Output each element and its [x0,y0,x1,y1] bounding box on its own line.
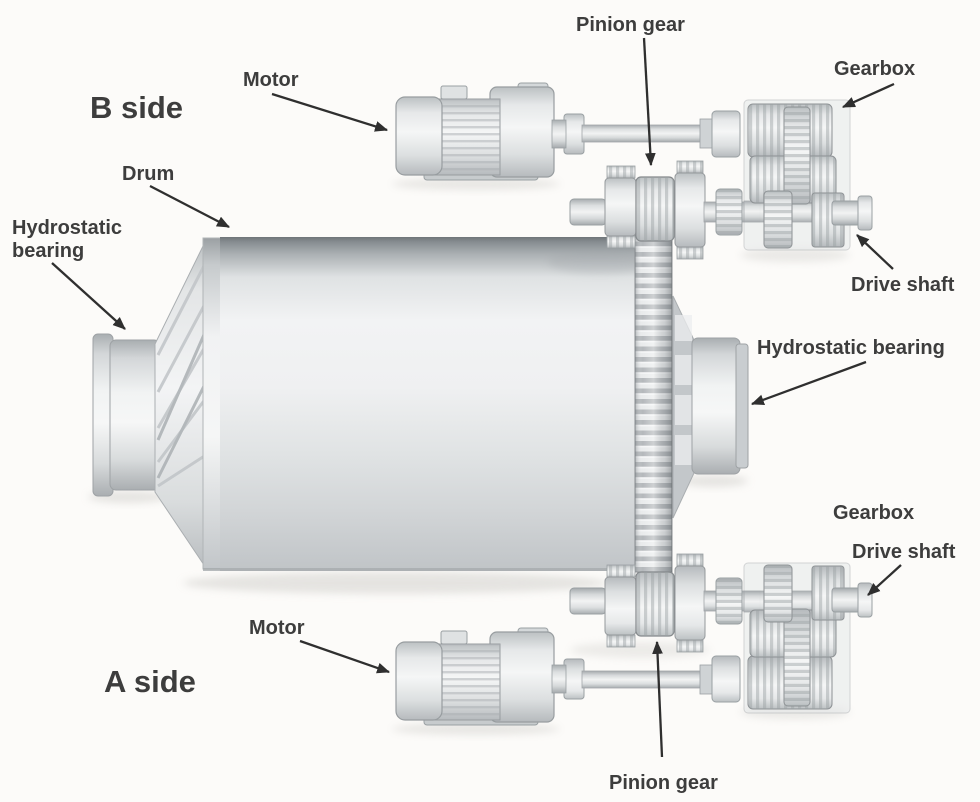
a-side-label: A side [104,664,196,699]
ring-gear [634,231,673,573]
b-side-label: B side [90,90,183,125]
hydrostatic-bearing-right-arrow [750,360,867,406]
gearbox-top-label: Gearbox [834,58,915,80]
hydrostatic-bearing-left [92,333,161,497]
drive-shaft-bottom-arrow [867,564,902,596]
drum-label: Drum [122,163,174,185]
pinion-gear-bottom-label: Pinion gear [609,772,718,794]
hydrostatic-bearing-left-label-line1: Hydrostatic [12,217,122,239]
annotation-arrows [51,37,902,758]
drum-head-flange [202,237,223,570]
pinion-gear-top-label: Pinion gear [576,14,685,36]
motor-top-arrow [271,92,389,132]
hydrostatic-bearing-left-label-line2: bearing [12,240,84,262]
drive-shaft-bottom-label: Drive shaft [852,541,956,563]
gearbox-bottom-label: Gearbox [833,502,914,524]
drive-shaft-top-arrow [856,234,894,270]
hydrostatic-bearing-right [691,337,749,475]
motor-bottom-label: Motor [249,617,305,639]
labels: B side A side Motor Drum Hydrostatic bea… [12,14,956,794]
drive-shaft-top-label: Drive shaft [851,274,955,296]
pinion-gear-bottom-arrow [652,640,664,758]
hydrostatic-bearing-left-arrow [51,262,126,330]
drum-shell [220,237,636,571]
hydrostatic-bearing-right-label: Hydrostatic bearing [757,337,945,359]
drum-right-cone [672,295,695,519]
drum-bottom-edge [203,568,636,571]
motor-top-label: Motor [243,69,299,91]
pinion-gear-top-arrow [642,37,656,167]
drum-arrow [149,184,230,229]
drum-assembly [92,231,749,573]
gearbox-top-arrow [842,82,895,109]
motor-bottom-arrow [299,639,391,674]
